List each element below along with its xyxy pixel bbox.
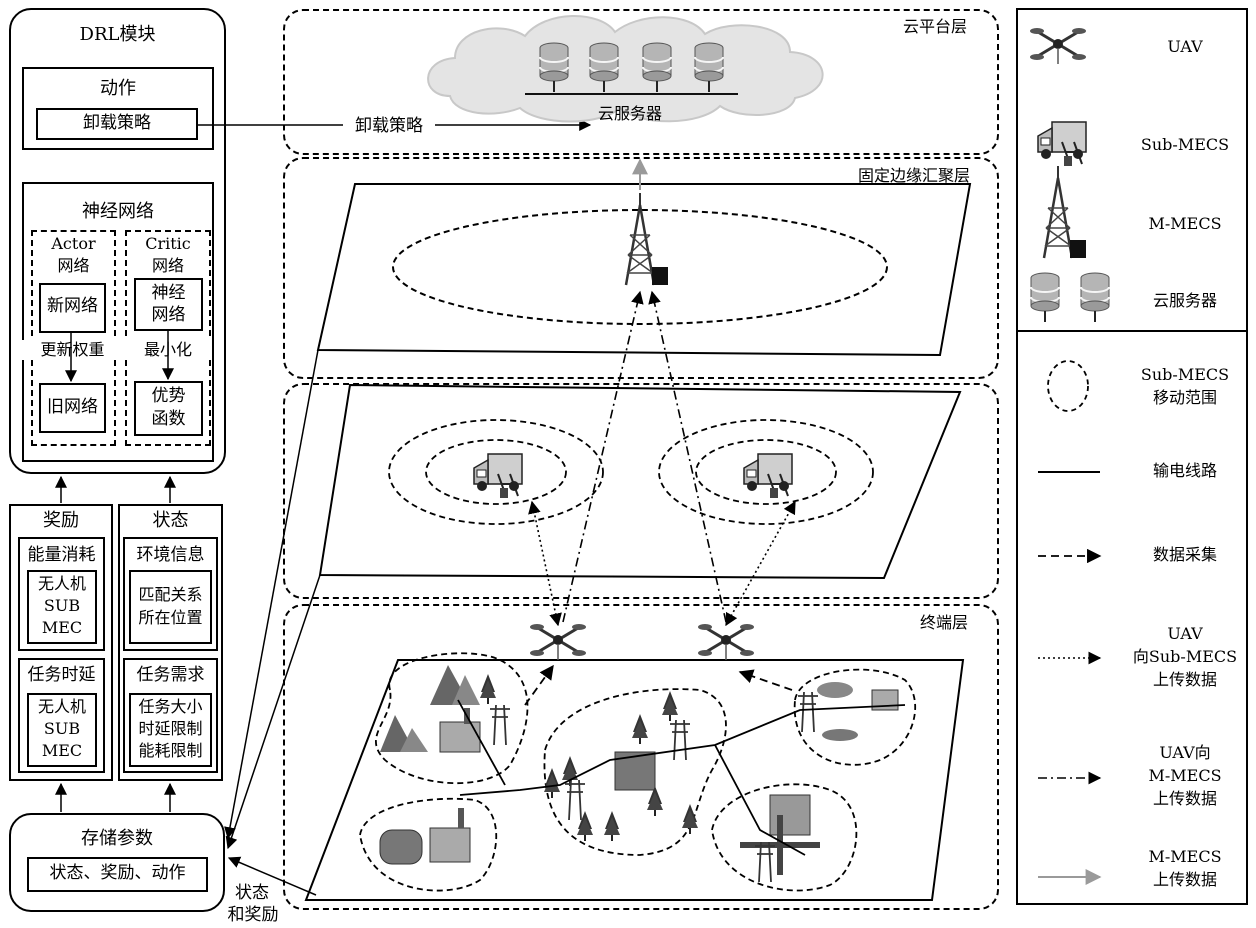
old-network-text: 旧网络 [39,397,106,418]
action-title: 动作 [22,78,214,101]
new-network-text: 新网络 [39,296,106,317]
mobile-layer-label: 移动边缘接入层 [822,389,934,413]
legend-uav-sub-text-1: UAV [1130,623,1240,645]
env-match: 匹配关系 [129,585,212,605]
legend-data-collect-text: 数据采集 [1130,544,1240,566]
legend-cloud-server-text: 云服务器 [1130,290,1240,312]
delay-sub: SUB [27,719,97,739]
delay-title: 任务时延 [18,665,105,686]
legend-uav-m-text-1: UAV向 [1130,742,1240,764]
drl-module-title: DRL模块 [9,24,226,47]
legend-range-text-2: 移动范围 [1130,387,1240,409]
fixed-layer-label: 固定边缘汇聚层 [858,162,970,186]
update-weight-text: 更新权重 [22,340,123,360]
terminal-layer [283,604,999,910]
storage-content: 状态、奖励、动作 [27,863,208,884]
advantage-fn-text-2: 函数 [134,409,203,430]
advantage-fn-text-1: 优势 [134,386,203,407]
energy-sub: SUB [27,596,97,616]
env-info-inner-box [129,570,212,644]
storage-title: 存储参数 [9,828,225,851]
legend-m-mecs-text: M-MECS [1130,213,1240,235]
env-info-title: 环境信息 [123,545,218,566]
minimize-text: 最小化 [125,340,211,360]
energy-mec: MEC [27,618,97,638]
fixed-edge-layer [283,157,999,379]
legend-uav-sub-text-3: 上传数据 [1130,669,1240,691]
critic-label-2: 网络 [125,256,211,276]
mobile-edge-layer [283,383,999,599]
legend-m-up-text-1: M-MECS [1130,846,1240,868]
state-reward-label-2: 和奖励 [218,905,288,926]
cloud-layer [283,9,999,155]
delay-mec: MEC [27,741,97,761]
legend-divider [1016,330,1248,332]
legend-uav-m-text-2: M-MECS [1130,765,1240,787]
reward-title: 奖励 [9,510,113,533]
terminal-layer-label: 终端层 [920,609,968,633]
legend-uav-text: UAV [1130,36,1240,58]
critic-nn-text-2: 网络 [134,305,203,326]
task-size: 任务大小 [129,697,212,717]
state-reward-label-1: 状态 [222,883,282,904]
legend-m-up-text-2: 上传数据 [1130,869,1240,891]
legend-range-text-1: Sub-MECS [1130,364,1240,386]
energy-title: 能量消耗 [18,545,105,566]
critic-nn-text-1: 神经 [134,283,203,304]
critic-label-1: Critic [125,234,211,254]
actor-label-1: Actor [31,234,116,254]
state-title: 状态 [118,510,223,533]
actor-label-2: 网络 [31,256,116,276]
env-location: 所在位置 [129,608,212,628]
task-energy-limit: 能耗限制 [129,741,212,761]
neural-network-title: 神经网络 [22,201,214,224]
legend-uav-m-text-3: 上传数据 [1130,788,1240,810]
task-req-title: 任务需求 [123,665,218,686]
legend-power-line-text: 输电线路 [1130,460,1240,482]
legend-sub-mecs-text: Sub-MECS [1130,134,1240,156]
energy-uav: 无人机 [27,574,97,594]
task-delay-limit: 时延限制 [129,719,212,739]
delay-uav: 无人机 [27,697,97,717]
legend-uav-sub-text-2: 向Sub-MECS [1130,646,1240,668]
cloud-layer-label: 云平台层 [903,13,967,37]
offload-policy-text: 卸载策略 [36,113,198,134]
